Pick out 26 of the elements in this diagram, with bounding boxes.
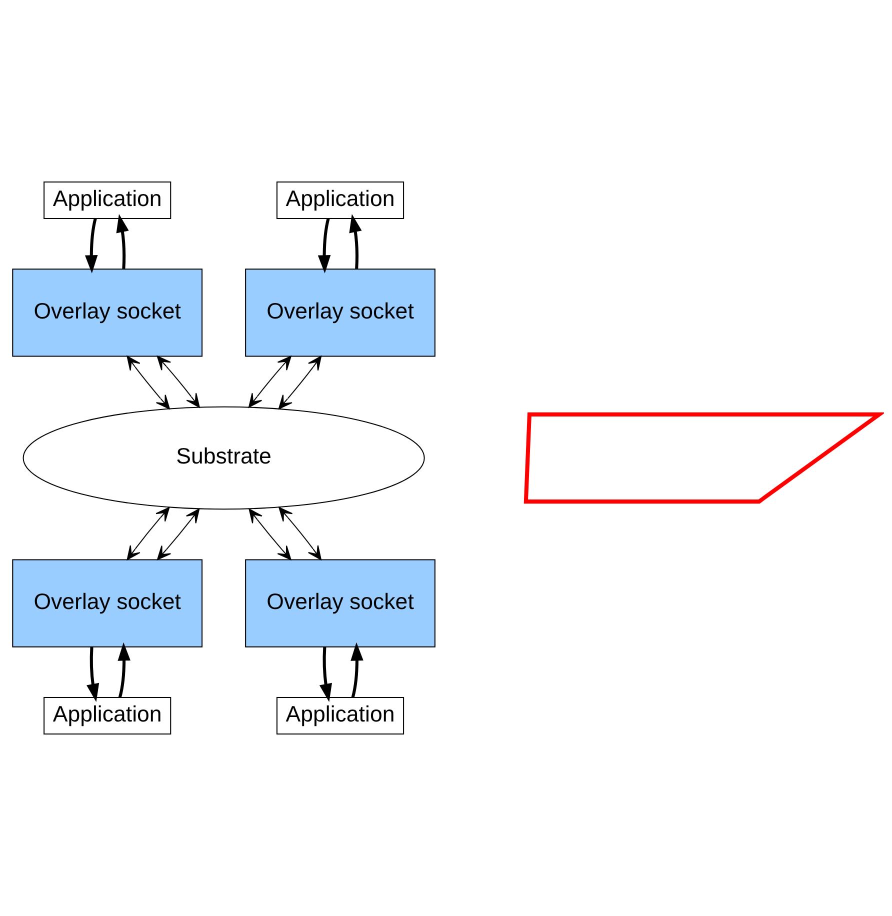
- arrow: [318, 218, 331, 274]
- arrow: [248, 356, 292, 408]
- node-box: Overlay socket: [12, 559, 203, 648]
- arrow: [278, 356, 322, 410]
- arrow: [118, 642, 130, 698]
- arrow: [278, 507, 322, 560]
- arrow: [156, 508, 200, 560]
- arrow: [116, 214, 129, 269]
- node-box: Application: [276, 696, 404, 734]
- node-box: Overlay socket: [245, 268, 436, 357]
- arrow: [319, 646, 332, 702]
- node-box: Application: [44, 696, 172, 734]
- node-box: Overlay socket: [12, 268, 203, 357]
- arrow: [349, 214, 362, 269]
- arrow: [84, 218, 98, 274]
- arrow: [86, 646, 100, 702]
- arrow: [156, 356, 200, 408]
- arrow: [126, 507, 170, 560]
- arrow: [126, 356, 170, 410]
- node-box: Overlay socket: [245, 559, 436, 648]
- node-ellipse: Substrate: [22, 406, 425, 510]
- node-box: Application: [276, 182, 404, 220]
- arrow: [350, 642, 364, 698]
- arrow: [248, 508, 292, 560]
- node-polygon: [524, 412, 884, 504]
- node-box: Application: [44, 182, 172, 220]
